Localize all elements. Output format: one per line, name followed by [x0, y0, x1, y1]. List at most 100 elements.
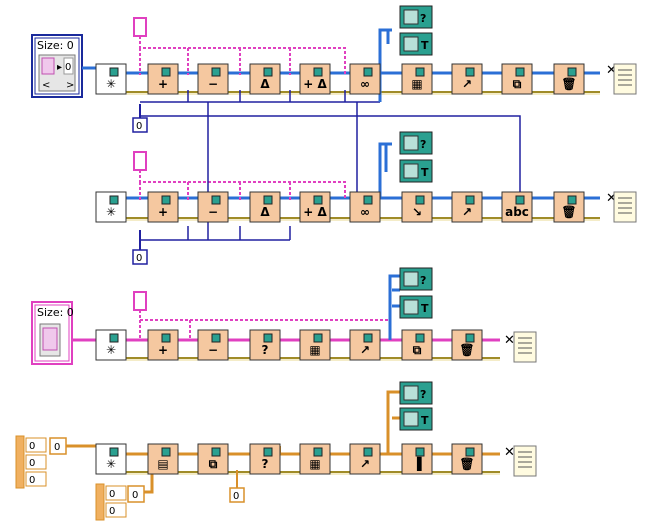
close-ref-terminal[interactable]: ✕	[504, 331, 537, 363]
int-constant-value: 0	[136, 253, 142, 264]
add-icon: +	[158, 205, 168, 219]
int-constant[interactable]	[229, 487, 245, 503]
size-label: Size: 0	[37, 306, 74, 319]
create-icon: ✳	[106, 343, 116, 357]
class-icon	[465, 195, 475, 205]
delete-node[interactable]: 🗑	[451, 329, 483, 361]
class-icon	[313, 67, 323, 77]
query-node[interactable]: ?	[249, 329, 281, 361]
link-node[interactable]: ∞	[349, 191, 381, 223]
empty-query-icon: ?	[420, 274, 426, 287]
from-array-node[interactable]: ↗	[349, 443, 381, 475]
link-node[interactable]: ∞	[349, 63, 381, 95]
delete-icon: 🗑	[459, 457, 474, 471]
side-node-query[interactable]: ?	[399, 267, 433, 291]
subtract-icon: −	[208, 77, 218, 91]
copy-node[interactable]: ⧉	[401, 329, 433, 361]
size-value: 0	[65, 62, 71, 73]
to-array-node[interactable]: ▦	[401, 63, 433, 95]
side-node-type[interactable]: T	[399, 32, 433, 56]
svg-text:✕: ✕	[606, 63, 617, 78]
to-array-node[interactable]: ▦	[299, 329, 331, 361]
build-node[interactable]: ▤	[147, 443, 179, 475]
svg-text:✕: ✕	[504, 333, 515, 348]
svg-text:0: 0	[109, 506, 115, 517]
subtract-node[interactable]: −	[197, 63, 229, 95]
type-icon: T	[421, 166, 429, 179]
add-delta-node[interactable]: + Δ	[299, 63, 331, 95]
subtract-icon: −	[208, 205, 218, 219]
subtract-node[interactable]: −	[197, 329, 229, 361]
class-icon	[109, 67, 119, 77]
difference-node[interactable]: Δ	[249, 63, 281, 95]
copy-icon: ⧉	[513, 77, 522, 91]
build-icon: ▤	[157, 457, 168, 471]
from-array-node[interactable]: ↗	[451, 63, 483, 95]
copy-node[interactable]: ⧉	[501, 63, 533, 95]
close-ref-terminal[interactable]: ✕	[606, 191, 637, 223]
row-1: Size: 0 ▸ 0 < > 0 ?	[31, 5, 637, 133]
side-node-type[interactable]: T	[399, 407, 433, 431]
pink-constant[interactable]	[133, 17, 147, 37]
class-icon	[313, 333, 323, 343]
add-delta-node[interactable]: + Δ	[299, 191, 331, 223]
from-array-node[interactable]: ↗	[349, 329, 381, 361]
side-node-query[interactable]: ?	[399, 5, 433, 29]
scroll-left-icon[interactable]: <	[42, 80, 50, 91]
lookup-node[interactable]: ?	[249, 443, 281, 475]
side-node-type[interactable]: T	[399, 159, 433, 183]
create-node[interactable]: ✳	[95, 329, 127, 361]
merge-icon: ▐	[412, 456, 422, 471]
class-icon	[109, 447, 119, 457]
pink-constant[interactable]	[133, 151, 147, 171]
scroll-right-icon[interactable]: >	[66, 80, 74, 91]
delete-node[interactable]: 🗑	[553, 191, 585, 223]
class-icon	[363, 447, 373, 457]
add-delta-icon: + Δ	[303, 205, 327, 219]
close-ref-terminal[interactable]: ✕	[504, 445, 537, 477]
to-array-node[interactable]: ▦	[299, 443, 331, 475]
create-node[interactable]: ✳	[95, 63, 127, 95]
class-icon	[161, 67, 171, 77]
subtract-node[interactable]: −	[197, 191, 229, 223]
side-node-query[interactable]: ?	[399, 131, 433, 155]
difference-node[interactable]: Δ	[249, 191, 281, 223]
size-control[interactable]: Size: 0 ▸ 0 < >	[31, 34, 83, 98]
remove-node[interactable]: ↗	[451, 191, 483, 223]
link-icon: ∞	[360, 205, 370, 219]
delete-node[interactable]: 🗑	[553, 63, 585, 95]
subtract-icon: −	[208, 343, 218, 357]
add-node[interactable]: +	[147, 191, 179, 223]
delete-icon: 🗑	[459, 343, 474, 357]
add-node[interactable]: +	[147, 329, 179, 361]
side-node-query[interactable]: ?	[399, 381, 433, 405]
svg-text:✕: ✕	[606, 191, 617, 206]
pink-constant[interactable]	[133, 291, 147, 311]
side-node-type[interactable]: T	[399, 295, 433, 319]
type-icon: T	[421, 302, 429, 315]
delete-node[interactable]: 🗑	[451, 443, 483, 475]
delete-icon: 🗑	[561, 77, 576, 91]
add-node[interactable]: +	[147, 63, 179, 95]
create-node[interactable]: ✳	[95, 443, 127, 475]
class-icon	[567, 67, 577, 77]
class-icon	[109, 333, 119, 343]
lookup-icon: ?	[262, 457, 269, 471]
array-constant[interactable]: 0 0 0 0	[15, 435, 67, 489]
size-control[interactable]: Size: 0	[31, 301, 74, 365]
insert-node[interactable]: ↘	[401, 191, 433, 223]
array-constant-2[interactable]: 0 0 0	[95, 483, 145, 521]
string-node[interactable]: abc	[501, 191, 533, 223]
merge-node[interactable]: ▐	[401, 443, 433, 475]
string-icon: abc	[505, 205, 529, 219]
int-constant[interactable]	[132, 117, 148, 133]
class-icon	[465, 67, 475, 77]
int-constant[interactable]	[132, 249, 148, 265]
add-icon: +	[158, 77, 168, 91]
split-node[interactable]: ⧉	[197, 443, 229, 475]
row-4: 0 0 0 0 0 0 0 0 ?	[15, 381, 537, 521]
size-label: Size: 0	[37, 39, 74, 52]
close-ref-terminal[interactable]: ✕	[606, 63, 637, 95]
create-node[interactable]: ✳	[95, 191, 127, 223]
difference-icon: Δ	[260, 77, 270, 91]
